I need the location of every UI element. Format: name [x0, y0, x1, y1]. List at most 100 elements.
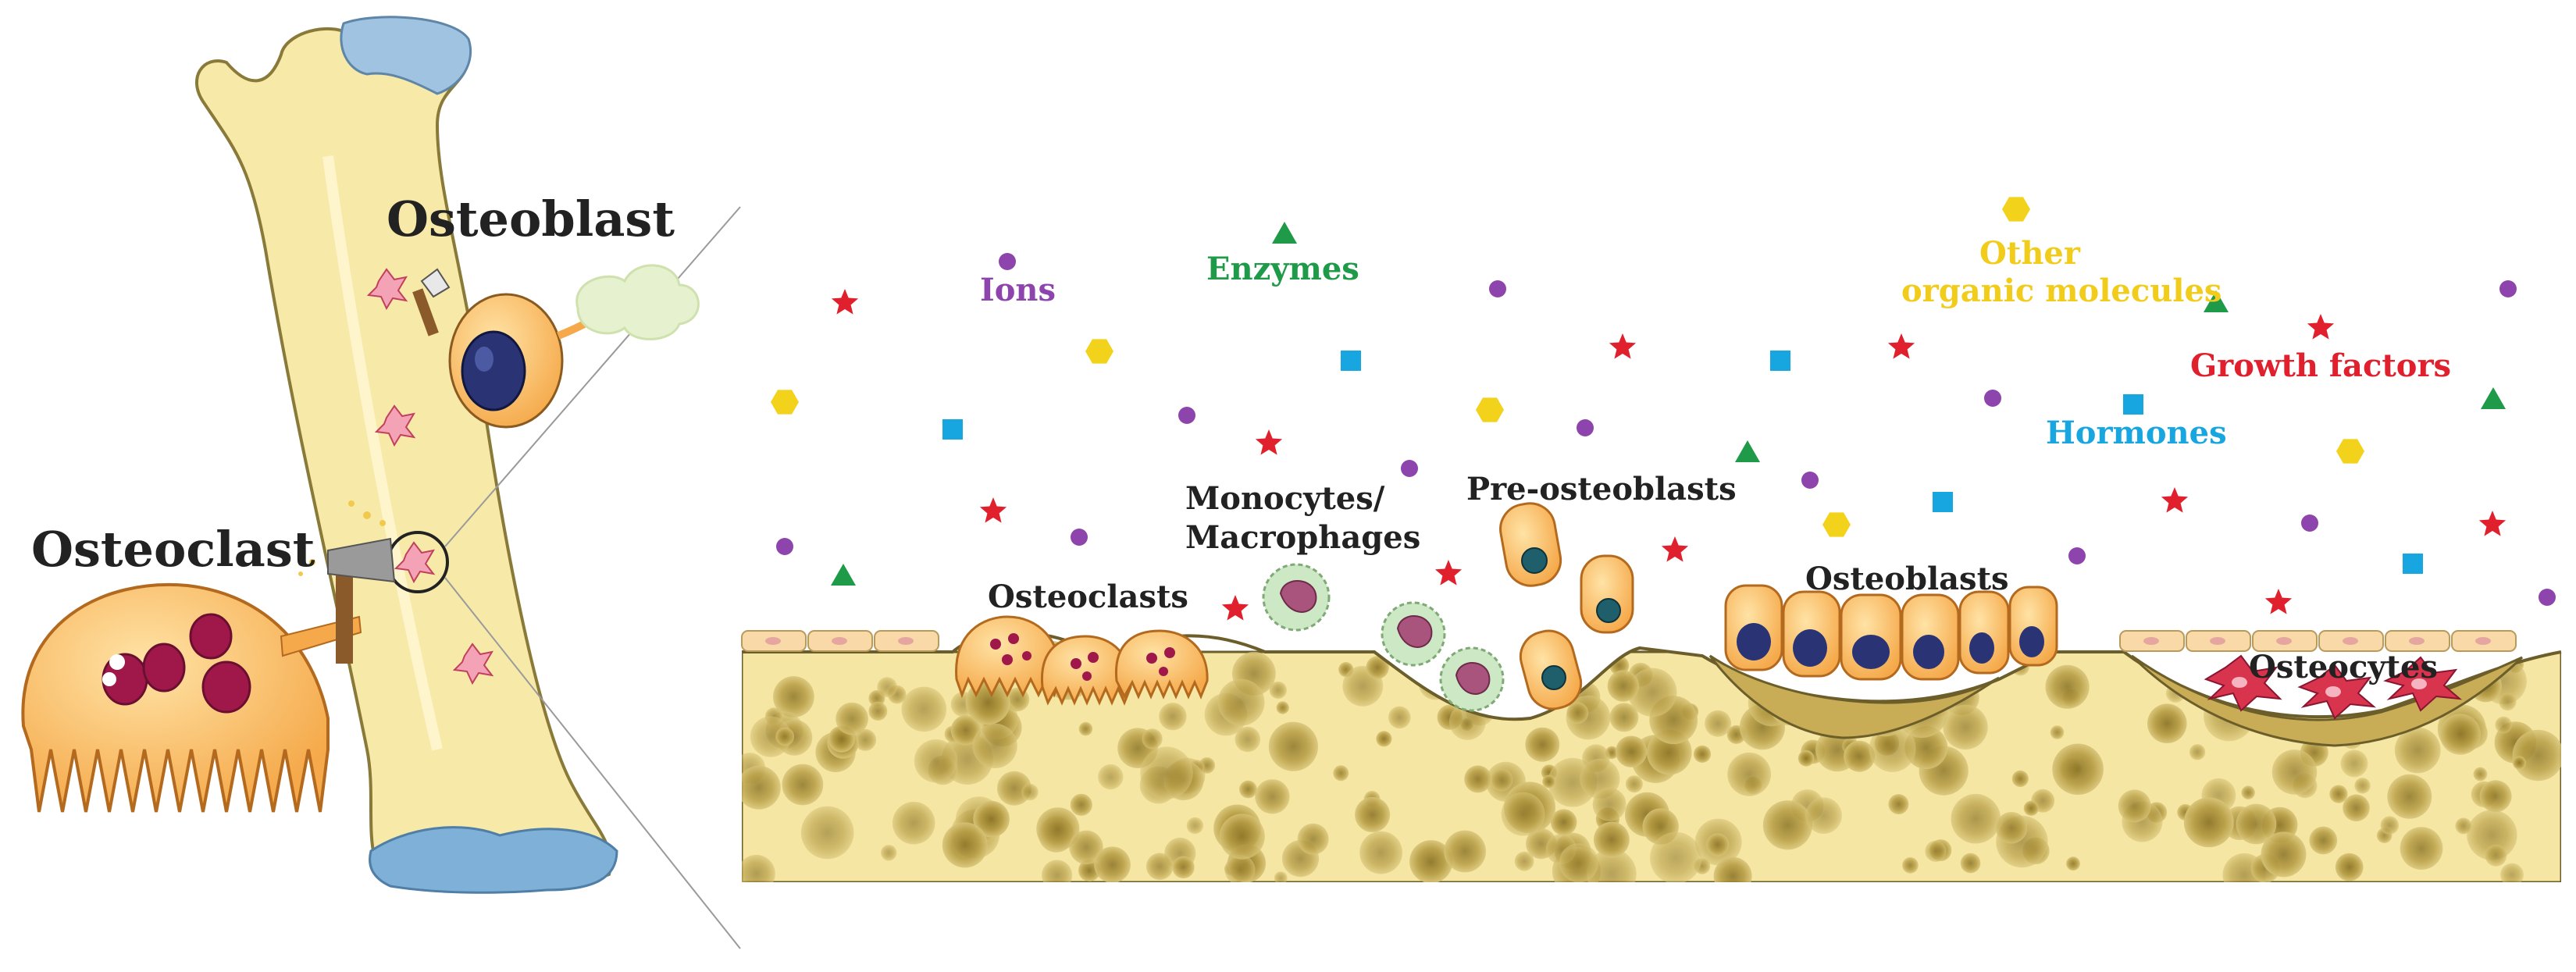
bone-spot [1274, 871, 1288, 882]
bone-spot [742, 854, 775, 882]
bone-spot [1888, 794, 1909, 815]
bone-spot [2309, 826, 2338, 855]
bone-spot [1625, 775, 1643, 793]
hormone-square-icon [1770, 351, 1790, 371]
bone-spot [1650, 831, 1702, 882]
bone-spot [1219, 814, 1265, 860]
molecule-symbols [771, 197, 2556, 621]
bone-spot [1593, 821, 1630, 858]
growth-factor-star-icon [1221, 595, 1249, 621]
bone-spot [1713, 856, 1752, 882]
bone-spot [1727, 752, 1772, 796]
bone-spot [950, 715, 982, 746]
bone-spot [1869, 725, 1916, 772]
osteoclast-label: Osteoclast [31, 521, 315, 578]
bone-spot [1409, 840, 1453, 882]
bone-spot [1268, 721, 1318, 771]
enzymes-label: Enzymes [1206, 251, 1359, 287]
bone-spot [2439, 714, 2481, 755]
bone-spot [1376, 731, 1392, 747]
bone-spot [1609, 703, 1639, 732]
organic-hexagon-icon [1822, 512, 1851, 537]
ion-circle-icon [1489, 280, 1506, 297]
zoom-line-lower [444, 577, 741, 949]
femur-cell-2 [374, 404, 416, 447]
femur-condyle-cartilage [369, 826, 618, 894]
bone-spot [2512, 756, 2526, 770]
bone-spot [2050, 725, 2065, 739]
femur-illustration [194, 16, 741, 949]
pre-osteoblast-cells [1499, 502, 1634, 710]
bone-spot [2394, 727, 2441, 774]
matrix-cloud [575, 264, 700, 340]
bone-spot [901, 686, 947, 732]
bone-spot [892, 801, 935, 845]
bone-spot [1224, 854, 1256, 882]
bone-spot [2052, 743, 2104, 796]
bone-spot [1036, 807, 1080, 851]
bone-spot [1525, 727, 1560, 762]
growth-factor-star-icon [2161, 487, 2189, 513]
bone-spot [996, 771, 1031, 806]
bone-spot [2241, 785, 2255, 799]
bone-spot [2354, 778, 2371, 794]
growth-factor-star-icon [1255, 429, 1283, 455]
other-organic-label-line2: organic molecules [1901, 272, 2221, 309]
bone-spot [1297, 823, 1329, 855]
bone-spot [1042, 860, 1073, 882]
bone-spot [1490, 768, 1513, 792]
bone-spot [914, 739, 958, 783]
organic-hexagon-icon [2002, 197, 2030, 222]
bone-spot [2261, 831, 2307, 878]
growth-factor-star-icon [1434, 560, 1463, 586]
bone-spot [2380, 816, 2399, 835]
ion-circle-icon [1577, 419, 1594, 436]
growth-factor-star-icon [2478, 511, 2507, 536]
osteoclasts-label: Osteoclasts [988, 579, 1188, 615]
bone-spot [800, 806, 854, 860]
growth-factors-label: Growth factors [2190, 347, 2451, 384]
bone-spot [2473, 767, 2488, 782]
bone-spot [868, 702, 888, 721]
bone-spot [854, 728, 877, 751]
bone-spot [2329, 785, 2348, 803]
bone-spot [1693, 745, 1712, 764]
bone-spot [881, 845, 897, 861]
bone-spot [2495, 716, 2512, 734]
bone-spot [1021, 783, 1039, 801]
bone-spot [775, 727, 794, 746]
ion-circle-icon [2068, 547, 2086, 564]
bone-spot [2479, 780, 2512, 813]
bone-spot [1217, 678, 1265, 726]
pre-osteoblasts-label: Pre-osteoblasts [1466, 471, 1737, 507]
enzyme-triangle-icon [2204, 290, 2229, 312]
growth-factor-star-icon [1609, 333, 1637, 359]
bone-spot [1333, 765, 1349, 782]
growth-factor-star-icon [979, 497, 1007, 523]
femur-cell-4 [394, 541, 436, 584]
osteocyte-cells [2204, 654, 2463, 720]
bone-spot [1628, 668, 1677, 717]
bone-spot [1069, 830, 1103, 865]
ion-circle-icon [1178, 407, 1195, 424]
bone-spot [1925, 840, 1947, 862]
bone-spot [1706, 833, 1730, 856]
osteoclast-cells [955, 615, 1209, 706]
monocytes-label-line1: Monocytes/ [1185, 480, 1385, 517]
bone-spot [1098, 764, 1124, 790]
osteoclast-illustration [21, 500, 396, 813]
bone-spot [1844, 740, 1876, 772]
ion-circle-icon [1984, 390, 2001, 407]
bone-spot [2066, 856, 2080, 871]
organic-hexagon-icon [771, 390, 799, 415]
ion-circle-icon [1401, 460, 1418, 477]
enzyme-triangle-icon [1272, 222, 1297, 244]
bone-spot [972, 723, 1017, 769]
bone-spot [1995, 812, 2028, 844]
bone-spot [750, 716, 792, 757]
bone-spot [1607, 670, 1639, 702]
bone-spot [1094, 846, 1131, 882]
bone-spot [942, 822, 988, 868]
bone-spot [1762, 800, 1812, 850]
bone-spot [2387, 774, 2432, 819]
